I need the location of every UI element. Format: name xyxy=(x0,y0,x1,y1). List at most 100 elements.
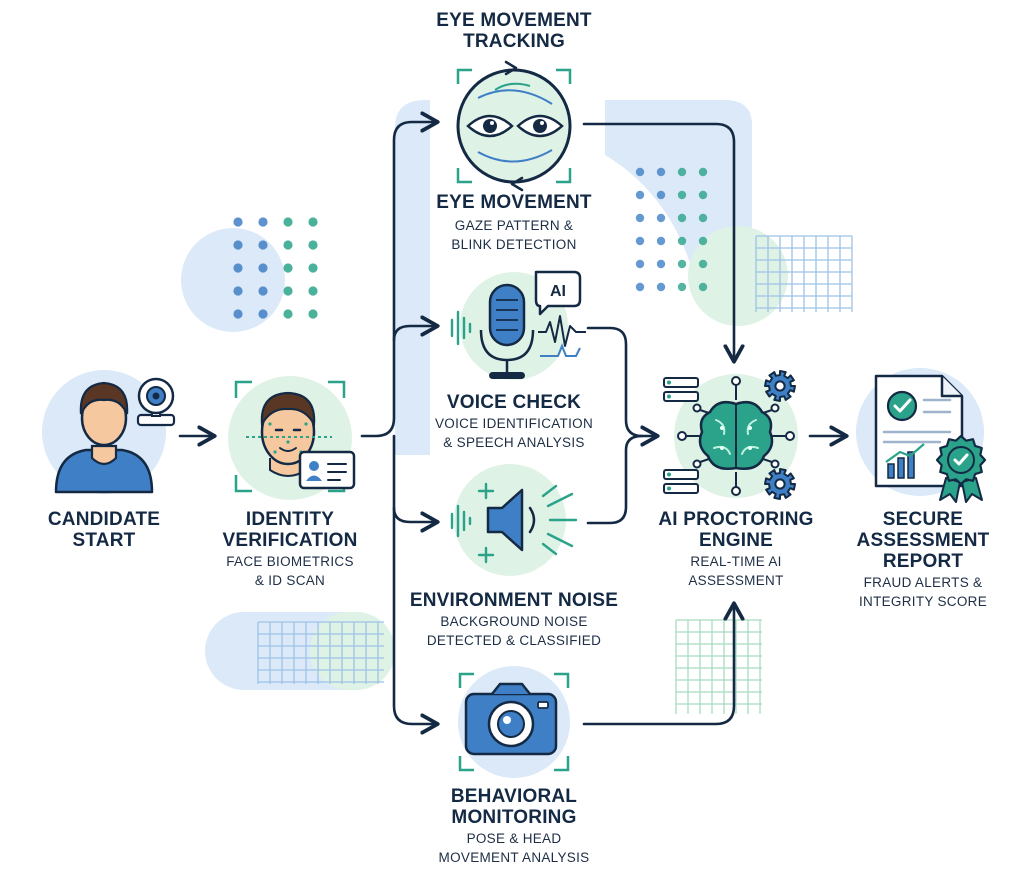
noise-to-merge xyxy=(586,434,644,525)
environment-noise-title: ENVIRONMENT NOISE xyxy=(409,590,619,611)
checkmark-icon xyxy=(886,390,918,422)
decor-dot xyxy=(698,236,708,246)
scan-corners xyxy=(234,380,346,493)
voice-check-sub-l2: & SPEECH ANALYSIS xyxy=(443,435,585,450)
candidate-node xyxy=(42,370,176,494)
identity-sub-l1: FACE BIOMETRICS xyxy=(226,554,354,569)
noise-node xyxy=(450,464,578,576)
brain-icon xyxy=(698,401,774,470)
decor-dot xyxy=(635,167,645,177)
id-card-icon xyxy=(298,450,356,490)
decor-dot xyxy=(308,286,318,296)
report-title-l1: SECURE xyxy=(882,509,964,530)
decor-dot xyxy=(656,236,666,246)
decor-dot xyxy=(308,217,318,227)
decor-dot xyxy=(698,167,708,177)
arrow-eye-to-engine xyxy=(582,122,734,360)
eye-tracking-title-l2: TRACKING xyxy=(463,31,565,52)
engine-title-l1: AI PROCTORING xyxy=(658,509,814,530)
branch-bottom xyxy=(392,434,436,724)
decor-dot xyxy=(635,236,645,246)
decor-dot xyxy=(283,309,293,319)
decor-dot xyxy=(698,190,708,200)
report-sub-l1: FRAUD ALERTS & xyxy=(863,575,983,590)
behavioral-sub-l2: MOVEMENT ANALYSIS xyxy=(438,850,590,865)
report-node xyxy=(856,368,987,503)
decor-dot xyxy=(635,259,645,269)
identity-title-l2: VERIFICATION xyxy=(222,530,358,551)
decor-dot xyxy=(656,167,666,177)
decor-dot xyxy=(677,167,687,177)
circuit-lines xyxy=(677,376,795,496)
decor-dot xyxy=(308,263,318,273)
eye-movement-title: EYE MOVEMENT xyxy=(436,192,592,213)
report-title-l2: ASSESSMENT xyxy=(856,530,990,551)
decor-dot xyxy=(308,309,318,319)
behavioral-monitoring-label: BEHAVIORAL MONITORING POSE & HEAD MOVEME… xyxy=(404,786,624,866)
eye-movement-sub-l1: GAZE PATTERN & xyxy=(454,218,574,233)
ai-chat-icon: AI xyxy=(534,270,582,316)
environment-noise-label: ENVIRONMENT NOISE BACKGROUND NOISE DETEC… xyxy=(394,590,634,649)
voice-to-merge xyxy=(586,326,656,436)
decor-dot xyxy=(233,309,243,319)
engine-sub-l2: ASSESSMENT xyxy=(688,573,784,588)
voice-node: AI xyxy=(450,270,586,380)
decor-dot xyxy=(677,236,687,246)
decor-dot xyxy=(233,263,243,273)
voice-check-title: VOICE CHECK xyxy=(446,392,582,413)
branch-to-voice xyxy=(392,326,436,342)
decor-dot xyxy=(656,259,666,269)
identity-node xyxy=(228,376,356,500)
decor-dot xyxy=(677,282,687,292)
decor-dot xyxy=(635,213,645,223)
face-scan-icon xyxy=(246,391,332,477)
scan-corners xyxy=(458,672,570,772)
decor-dot xyxy=(698,259,708,269)
decor-dot xyxy=(308,240,318,250)
speaker-icon xyxy=(486,488,536,552)
gear-hub xyxy=(774,380,786,392)
user-icon xyxy=(54,381,154,494)
decor-dot xyxy=(233,240,243,250)
candidate-title-l1: CANDIDATE xyxy=(47,509,161,530)
identity-verification-label: IDENTITY VERIFICATION FACE BIOMETRICS & … xyxy=(205,509,375,589)
camera-icon xyxy=(464,682,558,756)
identity-title-l1: IDENTITY xyxy=(245,509,335,530)
decor-dot xyxy=(698,213,708,223)
eye-tracking-title-l1: EYE MOVEMENT xyxy=(436,10,592,31)
eye-tracking-label: EYE MOVEMENT TRACKING xyxy=(414,10,614,52)
decor-dot xyxy=(283,240,293,250)
background-decor xyxy=(181,100,853,714)
gear-hub xyxy=(774,478,786,490)
environment-noise-sub-l2: DETECTED & CLASSIFIED xyxy=(426,633,602,648)
decor-dot xyxy=(656,213,666,223)
eye-movement-sub-l2: BLINK DETECTION xyxy=(451,237,577,252)
engine-sub-l1: REAL-TIME AI xyxy=(690,554,782,569)
eyes-icon xyxy=(466,114,564,138)
voice-check-label: VOICE CHECK VOICE IDENTIFICATION & SPEEC… xyxy=(404,392,624,451)
behavioral-title-l1: BEHAVIORAL xyxy=(450,786,578,807)
eye-movement-label: EYE MOVEMENT GAZE PATTERN & BLINK DETECT… xyxy=(404,192,624,253)
decor-dot xyxy=(656,282,666,292)
report-label: SECURE ASSESSMENT REPORT FRAUD ALERTS & … xyxy=(838,509,1008,610)
decor-dot xyxy=(656,190,666,200)
decor-dot xyxy=(258,240,268,250)
branch-to-noise xyxy=(392,506,436,522)
decor-dot xyxy=(233,217,243,227)
decor-dot xyxy=(677,190,687,200)
report-sub-l2: INTEGRITY SCORE xyxy=(858,594,988,609)
decor-dot xyxy=(258,309,268,319)
decor-dot xyxy=(283,217,293,227)
decor-dot xyxy=(635,190,645,200)
identity-sub-l2: & ID SCAN xyxy=(254,573,326,588)
report-title-l3: REPORT xyxy=(882,551,964,572)
decor-dot xyxy=(677,213,687,223)
behavioral-title-l2: MONITORING xyxy=(451,807,577,828)
ai-badge-text: AI xyxy=(550,283,566,300)
decor-dot xyxy=(677,259,687,269)
decor-dot xyxy=(635,282,645,292)
decor-dot xyxy=(258,286,268,296)
decor-dot xyxy=(258,217,268,227)
server-icon xyxy=(663,377,699,494)
